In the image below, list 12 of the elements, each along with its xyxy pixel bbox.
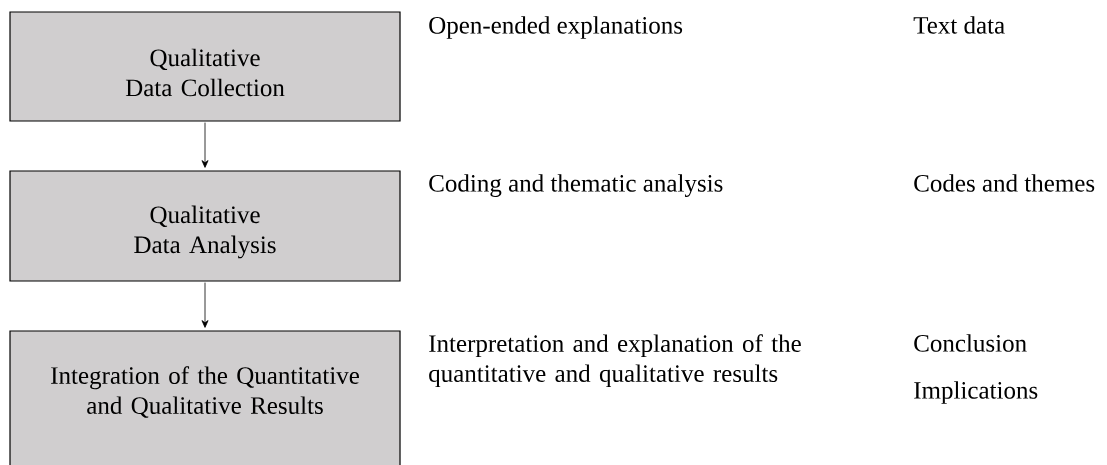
row-text: Text data [913,16,1005,34]
arrow [201,122,209,168]
row-text: Implications [914,381,1038,404]
row-text: Coding and thematic analysis [429,174,723,197]
row-text: Conclusion [914,334,1027,352]
process-box: Qualitative Data Collection [9,11,401,122]
process-box: Integration of the Quantitative and Qualitative Results [9,330,401,465]
row-text: Interpretation and explanation of the quantitative and qualitative results [429,334,801,388]
row-text: Codes and themes [914,174,1095,192]
process-box: Qualitative Data Analysis [9,170,401,282]
row-text: Open-ended explanations [429,16,683,39]
arrow [201,282,209,328]
